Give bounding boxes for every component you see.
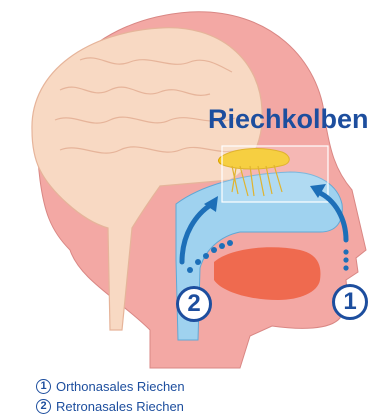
ortho-dots: [343, 249, 348, 270]
legend-number-2: 2: [36, 399, 51, 414]
legend-number-1: 1: [36, 379, 51, 394]
riechkolben-title: Riechkolben: [208, 104, 369, 135]
legend: 1 Orthonasales Riechen 2 Retronasales Ri…: [36, 376, 185, 416]
marker-orthonasal: 1: [332, 284, 368, 320]
marker-retronasal: 2: [176, 286, 212, 322]
legend-label-1: Orthonasales Riechen: [56, 379, 185, 394]
bulb-highlight-box: [222, 146, 328, 202]
legend-item-orthonasal: 1 Orthonasales Riechen: [36, 376, 185, 396]
legend-item-retronasal: 2 Retronasales Riechen: [36, 396, 185, 416]
legend-label-2: Retronasales Riechen: [56, 399, 184, 414]
